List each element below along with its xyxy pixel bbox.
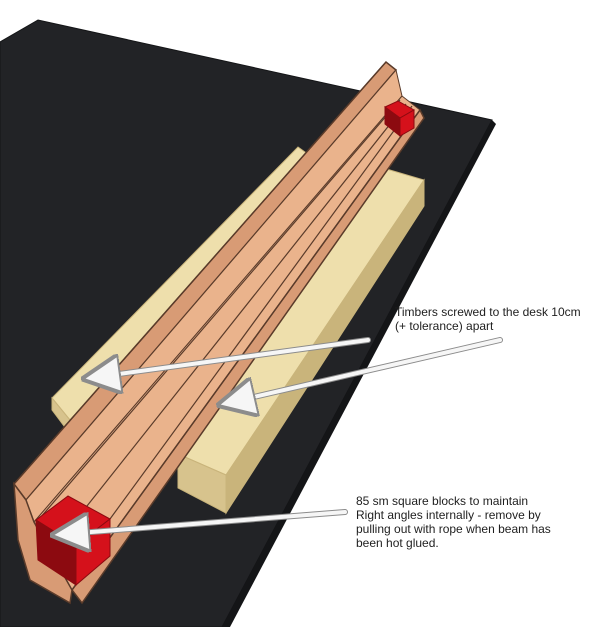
blocks-annotation-line-4: been hot glued.	[356, 536, 439, 550]
timber-arrow-right	[232, 337, 503, 402]
blocks-annotation: 85 sm square blocks to maintain Right an…	[356, 494, 551, 550]
far-square-block	[384, 100, 416, 138]
blocks-annotation-line-2: Right angles internally - remove by	[356, 508, 541, 522]
timbers-annotation: Timbers screwed to the desk 10cm (+ tole…	[395, 305, 581, 333]
timbers-annotation-line-2: (+ tolerance) apart	[395, 319, 494, 333]
blocks-annotation-line-1: 85 sm square blocks to maintain	[356, 494, 529, 508]
timber-arrow-left	[97, 337, 371, 377]
timbers-annotation-line-1: Timbers screwed to the desk 10cm	[395, 305, 581, 319]
block-arrow	[66, 509, 348, 534]
blocks-annotation-line-3: pulling out with rope when beam has	[356, 522, 551, 536]
